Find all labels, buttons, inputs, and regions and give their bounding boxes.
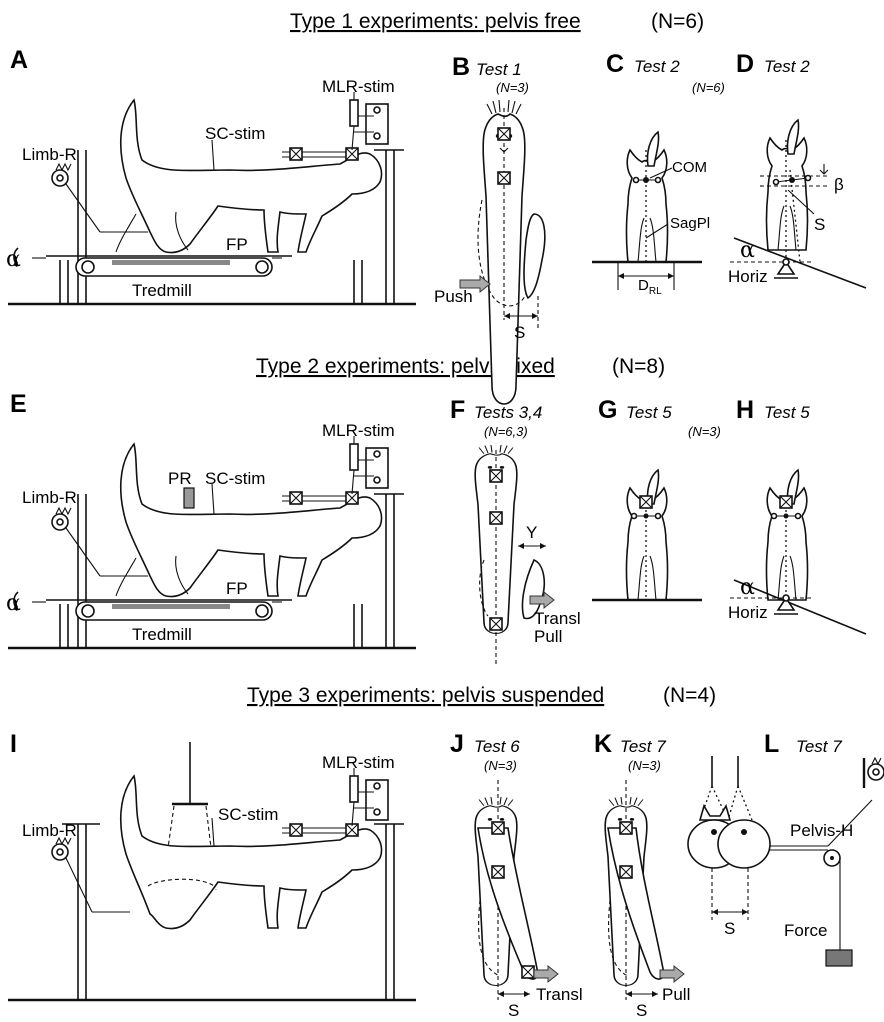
section-count-type1: (N=6) (651, 10, 704, 33)
s-label-b: S (514, 323, 525, 342)
horiz-label-h: Horiz (728, 603, 768, 622)
test-label-c: Test 2 (634, 57, 680, 76)
pull-label-k: Pull (662, 985, 690, 1004)
panel-f: F Tests 3,4 (N=6,3) Y Transl Pull (450, 396, 581, 664)
panel-letter-c: C (606, 50, 624, 78)
panel-b: B Test 1 (N=3) Push S (434, 53, 545, 404)
sagpl-label: SagPl (670, 215, 710, 232)
pelvis-restraint (184, 488, 194, 508)
y-label: Y (526, 523, 537, 542)
alpha-label-h: α (740, 575, 755, 600)
n-label-j: (N=3) (484, 758, 517, 773)
panel-letter-g: G (598, 396, 617, 424)
pull-label-f: Pull (534, 627, 562, 646)
n-label-b: (N=3) (496, 80, 529, 95)
alpha-label-d: α (740, 238, 755, 263)
com-label: COM (672, 159, 707, 176)
mlr-stim-label-e: MLR-stim (322, 421, 395, 440)
limb-r-label-a: Limb-R (22, 145, 77, 164)
transl-label-f: Transl (534, 609, 581, 628)
n-label-f: (N=6,3) (484, 424, 528, 439)
panel-letter-h: H (736, 396, 754, 424)
s-label-d: S (814, 215, 825, 234)
n-label-k: (N=3) (628, 758, 661, 773)
treadmill-label-a: Tredmill (132, 281, 192, 300)
s-label-j: S (508, 1001, 519, 1020)
section-title-type3: Type 3 experiments: pelvis suspended (247, 684, 604, 707)
drl-main: D (638, 277, 649, 294)
sc-stim-label-e: SC-stim (205, 469, 265, 488)
s-label-l: S (724, 919, 735, 938)
treadmill-label-e: Tredmill (132, 625, 192, 644)
test-label-b: Test 1 (476, 60, 522, 79)
pelvis-h-label: Pelvis-H (790, 821, 853, 840)
test-label-k: Test 7 (620, 737, 666, 756)
treadmill-rig-e (8, 436, 416, 648)
n-label-c: (N=6) (692, 80, 725, 95)
panel-h: H Test 5 α Horiz (728, 396, 866, 634)
pr-label: PR (168, 469, 192, 488)
beta-label: β (834, 175, 844, 194)
panel-letter-d: D (736, 50, 754, 78)
panel-letter-e: E (10, 390, 27, 418)
horiz-label-d: Horiz (728, 267, 768, 286)
test-label-d: Test 2 (764, 57, 810, 76)
panel-letter-b: B (452, 53, 470, 81)
cat-front-view-c (627, 132, 668, 262)
mlr-stim-label-a: MLR-stim (322, 77, 395, 96)
panel-letter-l: L (764, 730, 779, 758)
limb-r-label-e: Limb-R (22, 488, 77, 507)
cat-front-view-g (627, 470, 668, 600)
drl-sub: RL (649, 286, 662, 297)
limb-r-label-i: Limb-R (22, 821, 77, 840)
cat-front-view-h (767, 470, 808, 600)
test-label-j: Test 6 (474, 737, 520, 756)
panel-letter-i: I (10, 730, 17, 758)
mlr-stim-label-i: MLR-stim (322, 753, 395, 772)
panel-l: L Test 7 S Pelvis-H Force (688, 730, 884, 966)
panel-k: K Test 7 (N=3) Pull S (594, 730, 690, 1020)
panel-letter-k: K (594, 730, 612, 758)
push-label: Push (434, 287, 473, 306)
force-label: Force (784, 921, 827, 940)
test-label-f: Tests 3,4 (474, 403, 542, 422)
n-label-g: (N=3) (688, 424, 721, 439)
test-label-g: Test 5 (626, 403, 672, 422)
panel-letter-a: A (10, 46, 28, 74)
fp-label-a: FP (226, 235, 248, 254)
section-title-type1: Type 1 experiments: pelvis free (290, 10, 581, 33)
fp-label-e: FP (226, 579, 248, 598)
test-label-h: Test 5 (764, 403, 810, 422)
cat-front-view-d (767, 120, 808, 250)
alpha-label-e: α (6, 591, 21, 616)
panel-j: J Test 6 (N=3) Transl S (450, 730, 583, 1020)
section-count-type2: (N=8) (612, 355, 665, 378)
panel-i: I MLR-stim SC-stim Limb-R (8, 730, 416, 1000)
panel-c: C Test 2 (N=6) COM SagPl DRL (592, 50, 725, 297)
panel-g: G Test 5 (N=3) (592, 396, 721, 600)
panel-a: A MLR-stim SC-stim Limb-R FP Tredmill α (6, 46, 416, 304)
sc-stim-label-a: SC-stim (205, 124, 265, 143)
panel-letter-j: J (450, 730, 464, 758)
transl-label-j: Transl (536, 985, 583, 1004)
panel-letter-f: F (450, 396, 465, 424)
section-count-type3: (N=4) (663, 684, 716, 707)
sc-stim-label-i: SC-stim (218, 805, 278, 824)
panel-e: E MLR-stim PR SC-stim Limb-R FP Tredmill… (6, 390, 416, 648)
alpha-label-a: α (6, 247, 21, 272)
panel-d: D Test 2 β S α Horiz (728, 50, 866, 288)
drl-label: DRL (638, 277, 662, 297)
test-label-l: Test 7 (796, 737, 842, 756)
s-label-k: S (636, 1001, 647, 1020)
